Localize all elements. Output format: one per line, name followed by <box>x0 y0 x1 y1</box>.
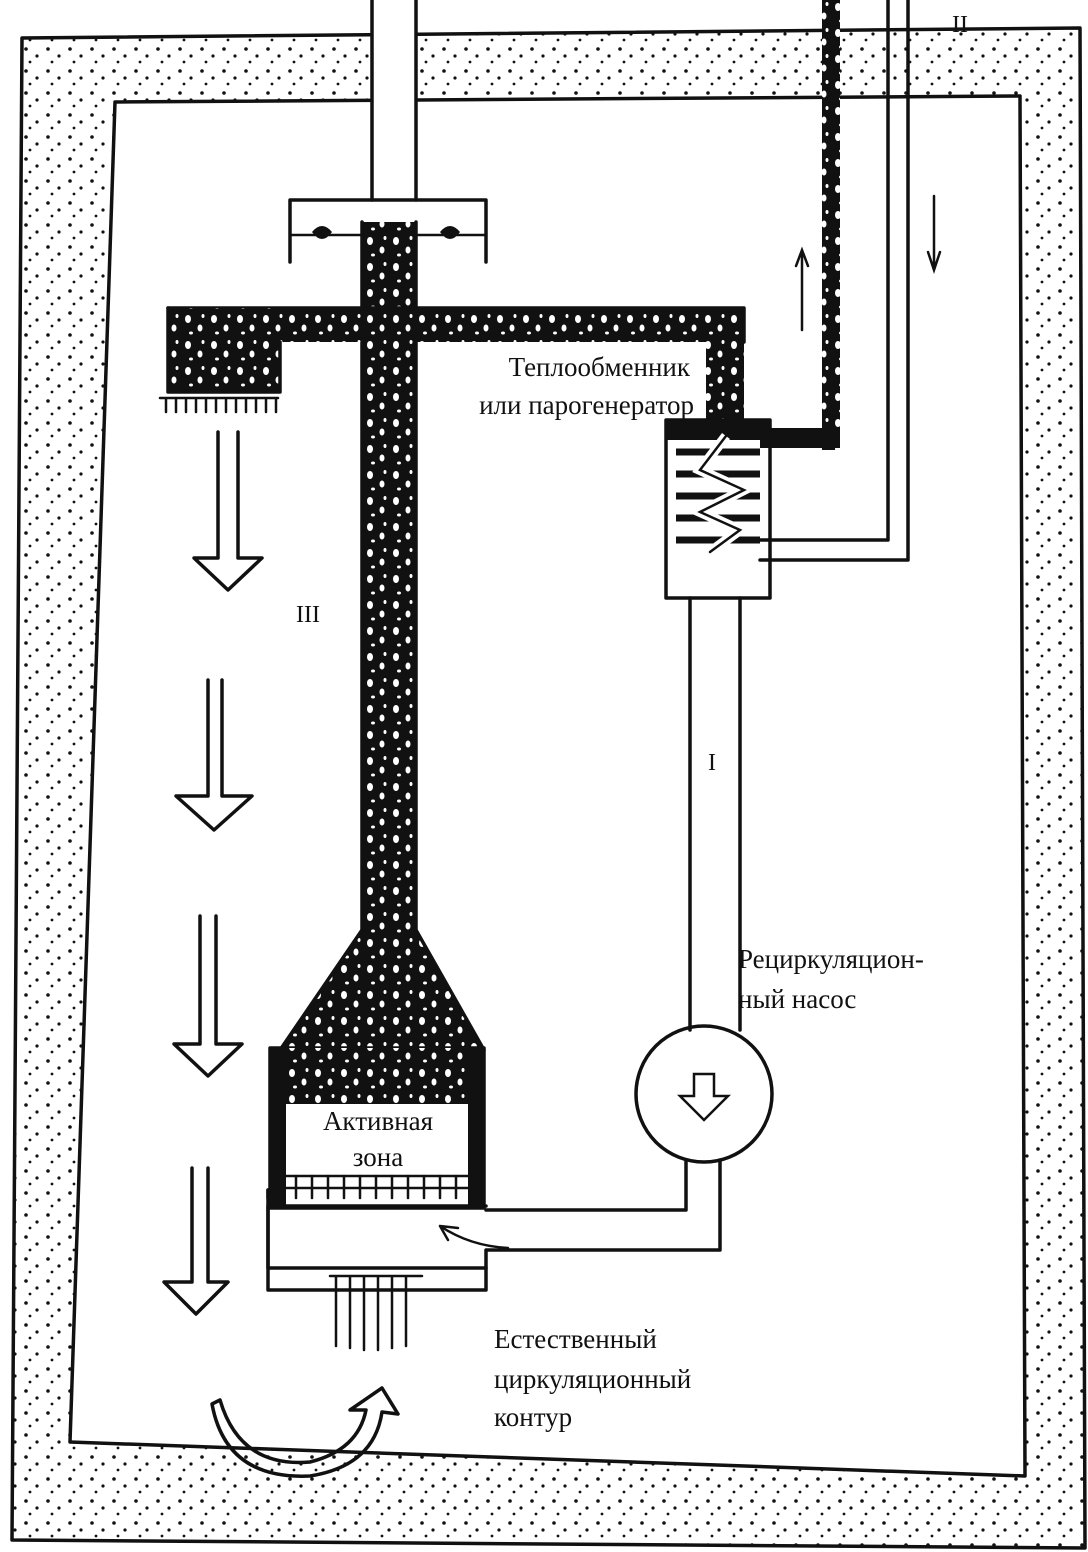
natural-loop-label: Естественный <box>494 1324 657 1354</box>
natural-loop-label-3: контур <box>494 1402 572 1432</box>
down-arrow-icon <box>162 1166 230 1316</box>
heat-exchanger <box>664 418 772 600</box>
down-arrow-icon <box>192 430 264 592</box>
top-horizontal-pipe <box>158 306 746 424</box>
down-arrow-icon <box>172 914 244 1078</box>
top-outlet-pipe <box>370 0 418 202</box>
pump-label-2: ный насос <box>738 984 856 1014</box>
header-box <box>288 198 488 264</box>
circuit-ii-label: II <box>952 12 968 38</box>
active-zone-box <box>286 1104 468 1184</box>
down-arrow-icon <box>174 678 254 832</box>
natural-loop-label-2: циркуляционный <box>494 1364 691 1394</box>
inlet-flow-arrow-icon <box>438 1224 510 1250</box>
valve-left-icon <box>312 226 332 239</box>
pump-label: Рециркуляцион- <box>738 944 924 974</box>
recirculation-pump-icon <box>634 1024 774 1164</box>
active-zone-label: Активная <box>323 1106 433 1136</box>
circuit-iii-label: III <box>296 602 320 628</box>
heat-exchanger-label-2: или парогенератор <box>479 390 694 420</box>
reactor-vessel <box>266 928 488 1352</box>
pump-arrow-icon <box>676 1072 732 1122</box>
valve-right-icon <box>440 226 460 239</box>
flow-arrow-down-icon <box>926 194 942 274</box>
downflow-arrows <box>162 430 264 1316</box>
active-zone-label-2: зона <box>353 1142 403 1172</box>
secondary-circuit <box>758 0 942 562</box>
flow-arrow-up-icon <box>794 246 810 332</box>
containment-wall <box>10 26 1087 1550</box>
circuit-i-label: I <box>708 750 716 776</box>
heat-exchanger-label: Теплообменник <box>509 352 691 382</box>
curved-return-arrow-icon <box>210 1386 400 1478</box>
